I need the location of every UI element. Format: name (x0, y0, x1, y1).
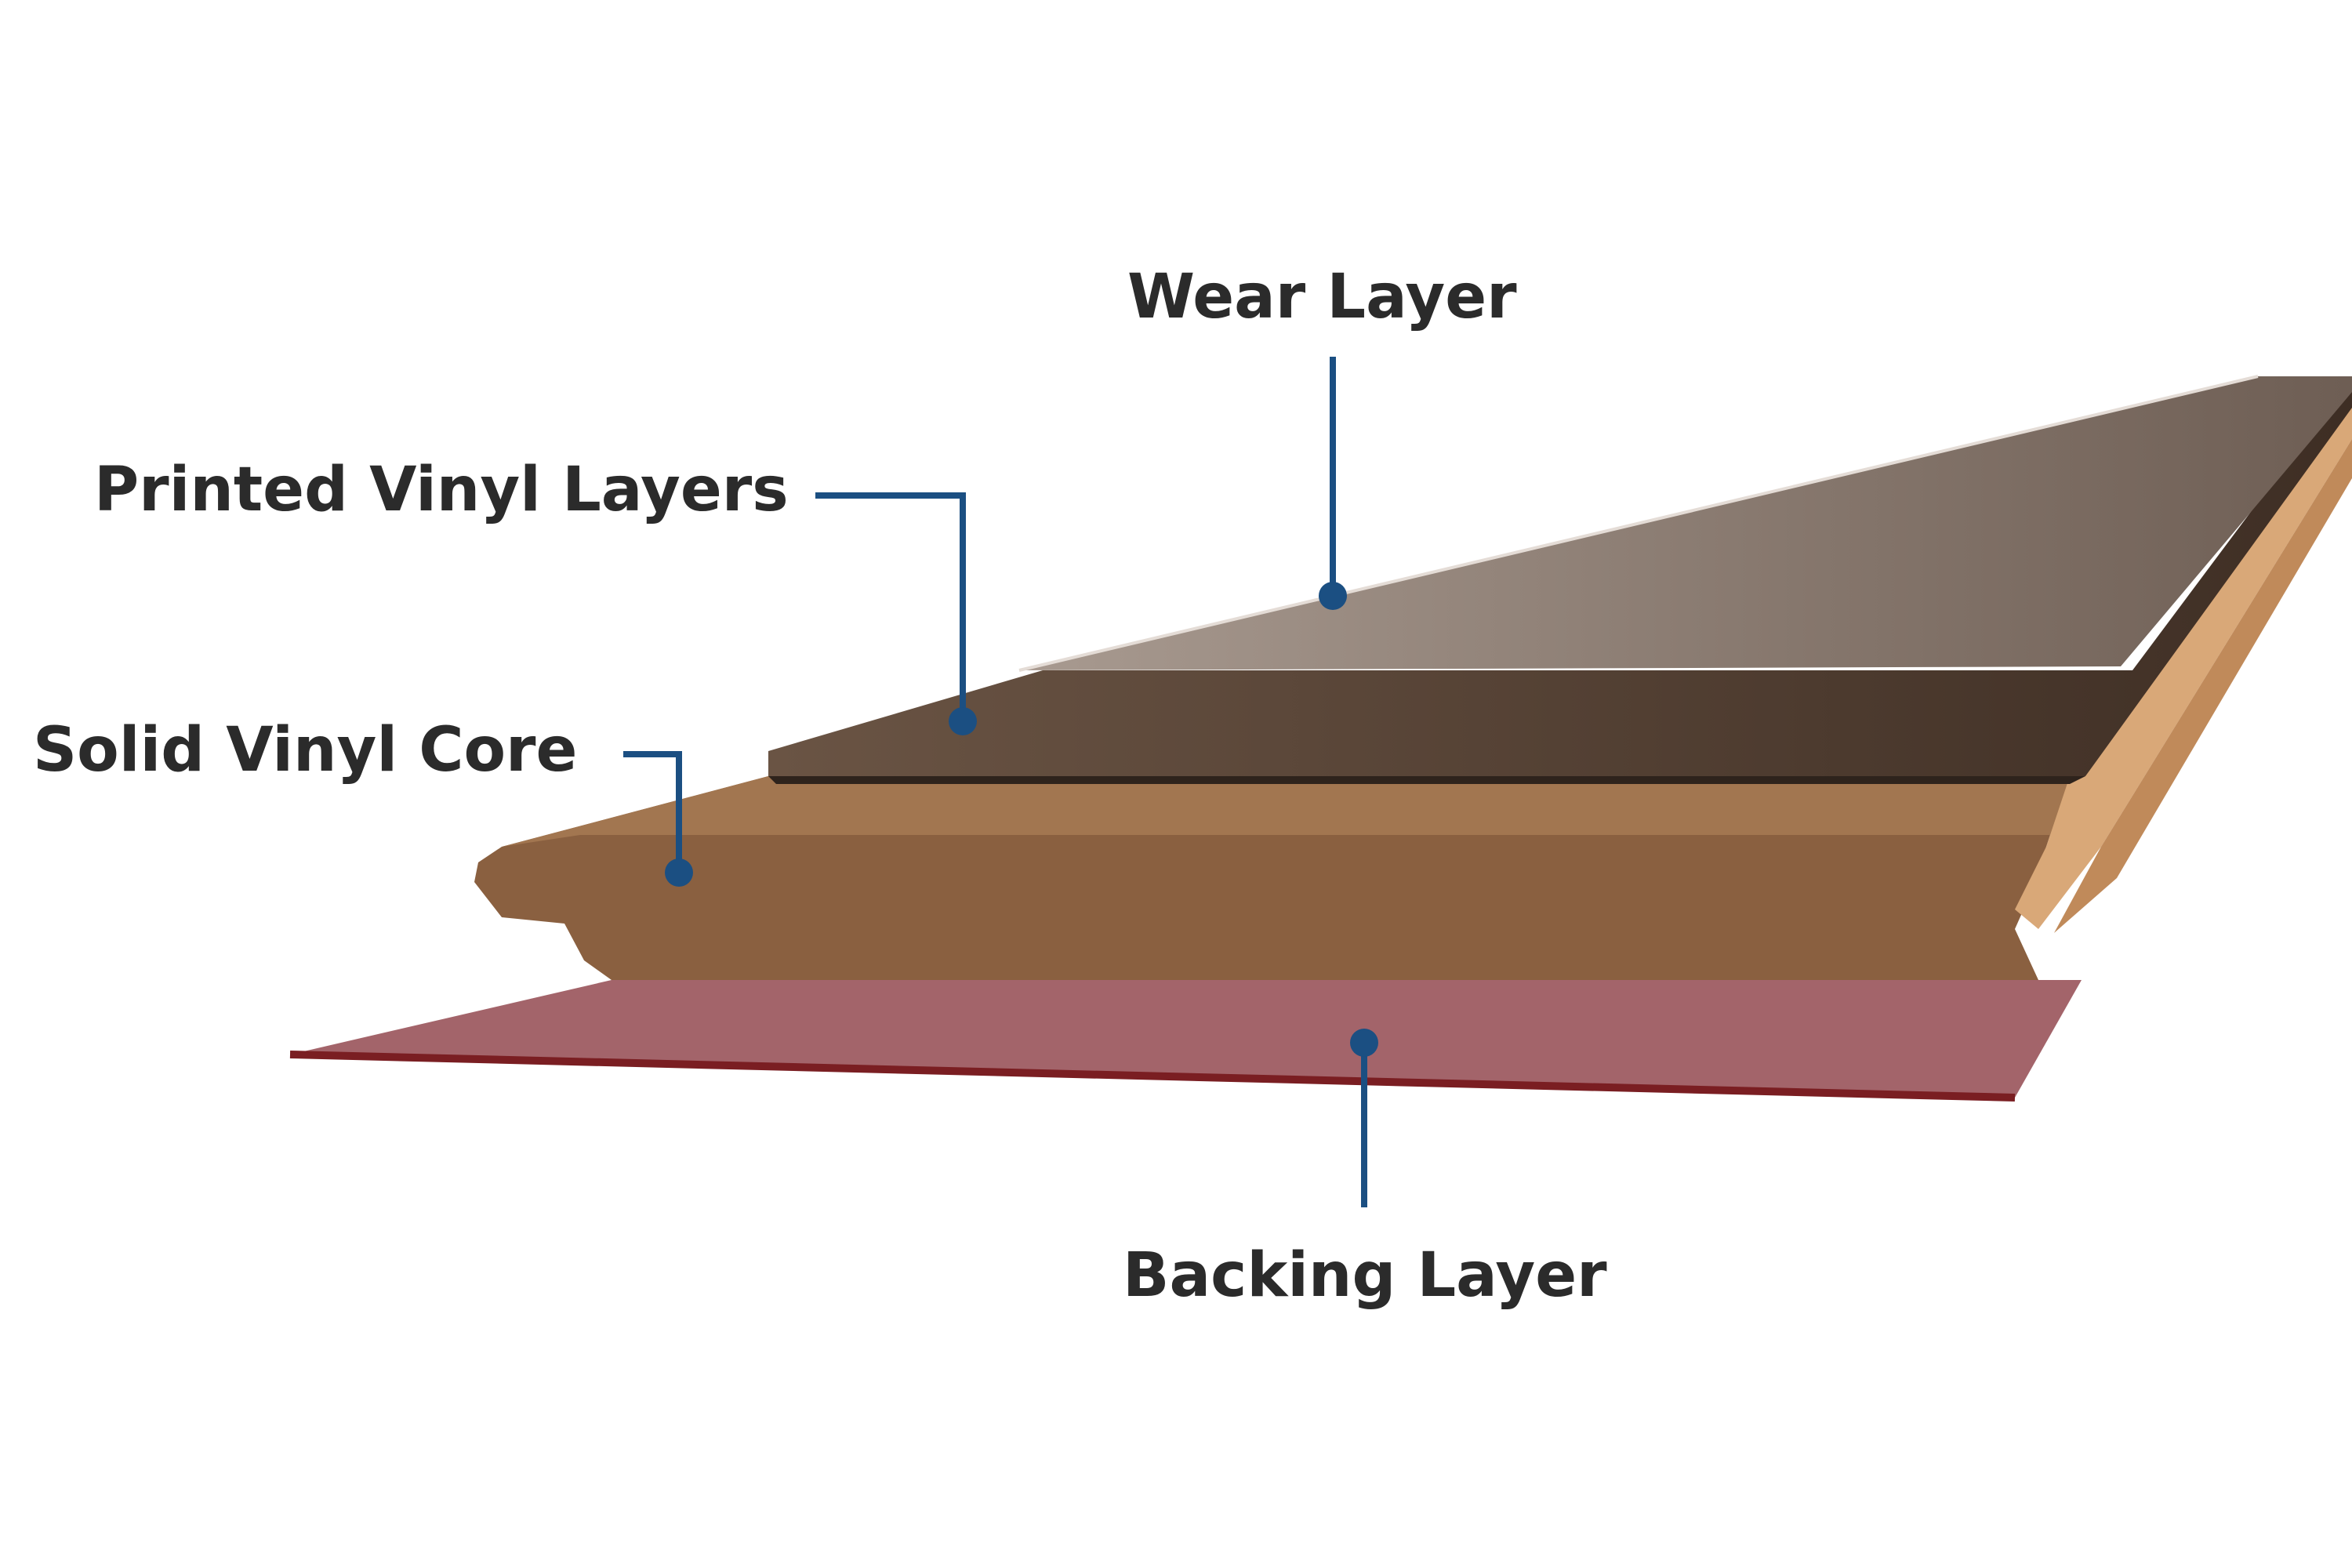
wear-layer-label: Wear Layer (1127, 262, 1517, 332)
callout-printed-vinyl-layers (815, 492, 977, 735)
callout-wear-layer (1319, 357, 1347, 610)
callout-solid-vinyl-core (623, 751, 693, 887)
wear-layer (1018, 375, 2352, 672)
printed-vinyl-layers (768, 376, 2352, 784)
solid-vinyl-core (474, 396, 2352, 980)
callout-backing-layer (1350, 1029, 1378, 1207)
backing-layer-label: Backing Layer (1123, 1240, 1607, 1311)
solid-vinyl-core-label: Solid Vinyl Core (33, 715, 578, 786)
backing-layer (289, 980, 2082, 1102)
printed-vinyl-layers-label: Printed Vinyl Layers (94, 455, 789, 525)
